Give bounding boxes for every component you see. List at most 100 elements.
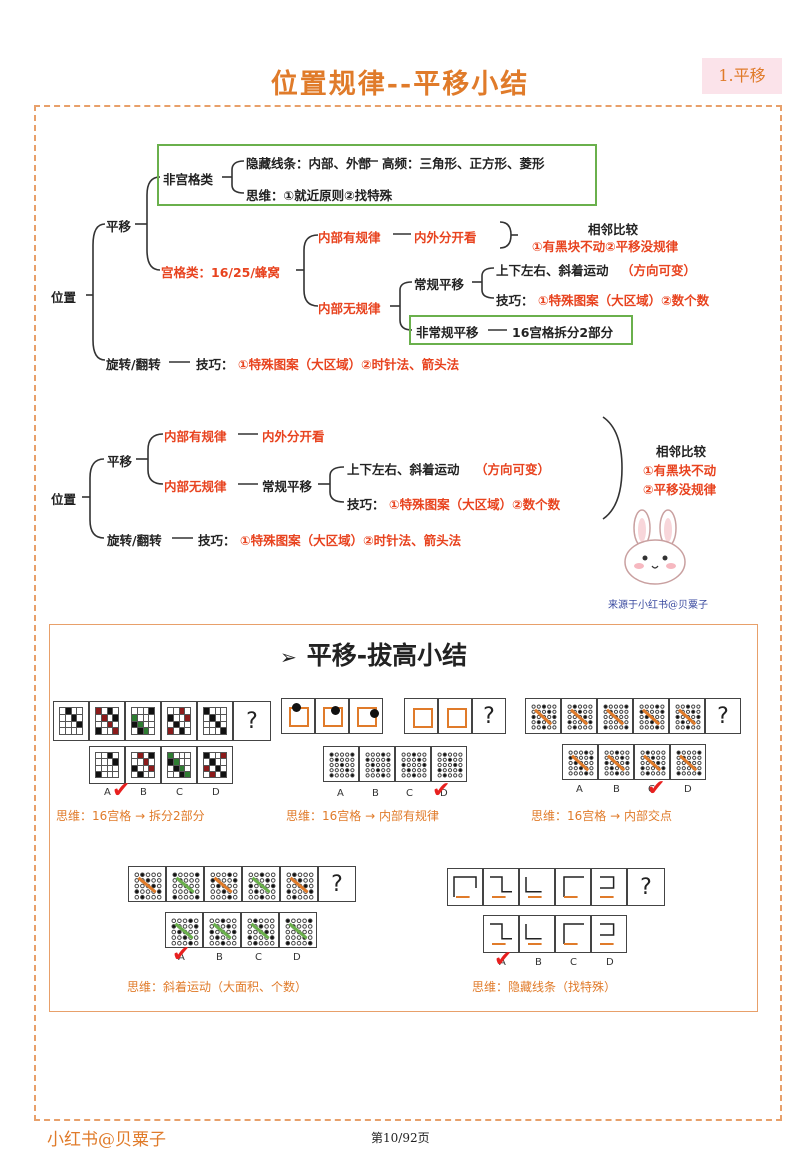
check-mark-icon: ✔ bbox=[494, 947, 513, 972]
option-label-d: D bbox=[212, 787, 220, 798]
puzzle1-question-cell bbox=[125, 701, 161, 741]
tree1-neibu-you: 内部有规律 bbox=[318, 230, 381, 245]
check-mark-icon: ✔ bbox=[172, 942, 191, 967]
option-label-a: A bbox=[104, 787, 111, 798]
line-figure bbox=[453, 876, 477, 898]
tree2-xuanzhuan: 旋转/翻转 bbox=[107, 533, 162, 548]
question-mark-cell: ? bbox=[705, 698, 741, 734]
tree2-neibu-wu: 内部无规律 bbox=[164, 479, 227, 494]
tree1-fangxiang: （方向可变） bbox=[621, 263, 697, 278]
option-label-a: A bbox=[178, 952, 185, 963]
option-label-d: D bbox=[293, 952, 301, 963]
dot-grid bbox=[531, 704, 557, 730]
tree1-root: 位置 bbox=[51, 290, 77, 305]
puzzle1-question-cell bbox=[197, 701, 233, 741]
tree1-feichanggui-val: 16宫格拆分2部分 bbox=[512, 325, 614, 340]
puzzle1-question-cell bbox=[89, 701, 125, 741]
puzzle4-option-cell bbox=[241, 912, 279, 948]
black-dot bbox=[370, 709, 379, 718]
tree2-pingyi: 平移 bbox=[107, 454, 133, 469]
dot-grid bbox=[285, 918, 313, 946]
puzzle5-question-cell bbox=[555, 868, 591, 906]
dot-grid bbox=[247, 918, 275, 946]
sixteen-grid bbox=[167, 707, 191, 735]
puzzle5-question-cell bbox=[519, 868, 555, 906]
option-label-d: D bbox=[684, 784, 692, 795]
line-figure bbox=[525, 877, 542, 898]
option-label-c: C bbox=[570, 957, 577, 968]
puzzle1-option-cell bbox=[89, 746, 125, 784]
dot-grid bbox=[172, 872, 200, 900]
dashed-frame bbox=[34, 105, 782, 1121]
tree1-yincang: 隐藏线条：内部、外部 bbox=[246, 156, 372, 171]
dot-grid bbox=[568, 750, 594, 776]
option-label-c: C bbox=[255, 952, 262, 963]
tree1-jiqiao-label: 技巧： bbox=[496, 293, 534, 308]
puzzle2-question-cell bbox=[315, 698, 349, 734]
dot-grid bbox=[639, 704, 665, 730]
tree1-xz-jiqiao-val: ①特殊图案（大区域）②时针法、箭头法 bbox=[238, 357, 460, 372]
puzzle4-question-cell bbox=[280, 866, 318, 902]
option-label-b: B bbox=[216, 952, 223, 963]
line-figure bbox=[490, 876, 512, 898]
sixteen-grid bbox=[203, 752, 227, 778]
green-box-feigongge bbox=[157, 144, 597, 206]
puzzle5-think: 思维：隐藏线条（找特殊） bbox=[472, 980, 617, 994]
puzzle2-option-cell bbox=[323, 746, 359, 782]
puzzle3-option-cell bbox=[562, 744, 598, 780]
puzzle4-question-cell bbox=[128, 866, 166, 902]
dot-grid bbox=[676, 750, 702, 776]
sixteen-grid bbox=[95, 752, 119, 778]
puzzle3-think: 思维：16宫格 → 内部交点 bbox=[531, 809, 672, 823]
section-tag: 1.平移 bbox=[702, 58, 782, 94]
sixteen-grid bbox=[95, 707, 119, 735]
tree2-root: 位置 bbox=[51, 492, 77, 507]
puzzle1-question-cell bbox=[53, 701, 89, 741]
puzzle5-question-cell bbox=[447, 868, 483, 906]
tree1-siwei: 思维：①就近原则②找特殊 bbox=[246, 188, 393, 203]
tree2-jiqiao-label: 技巧： bbox=[347, 497, 385, 512]
tree2-changgui: 常规平移 bbox=[262, 479, 313, 494]
puzzle1-think: 思维：16宫格 → 拆分2部分 bbox=[56, 809, 205, 823]
dot-grid bbox=[675, 704, 701, 730]
option-label-c: C bbox=[176, 787, 183, 798]
option-label-b: B bbox=[372, 788, 379, 799]
orange-square bbox=[413, 708, 433, 728]
tree1-pingyi: 平移 bbox=[106, 219, 132, 234]
tree2-fangxiang: （方向可变） bbox=[475, 462, 551, 477]
dot-grid bbox=[209, 918, 237, 946]
check-mark-icon: ✔ bbox=[432, 778, 451, 803]
tree1-jiqiao-val: ①特殊图案（大区域）②数个数 bbox=[538, 293, 710, 308]
dot-grid bbox=[329, 752, 355, 778]
tree1-xiangling-1: ①有黑块不动②平移没规律 bbox=[532, 239, 679, 254]
puzzle5-option-cell bbox=[483, 915, 519, 953]
option-label-b: B bbox=[140, 787, 147, 798]
puzzle2-question-cell bbox=[404, 698, 438, 734]
panel-title-text: 平移-拔高小结 bbox=[306, 641, 468, 670]
tree2-neibu-you: 内部有规律 bbox=[164, 429, 227, 444]
option-label-a: A bbox=[576, 784, 583, 795]
check-mark-icon: ✔ bbox=[112, 778, 131, 803]
orange-square bbox=[447, 708, 467, 728]
puzzle2-option-cell bbox=[359, 746, 395, 782]
page-title: 位置规律--平移小结 bbox=[270, 69, 530, 100]
puzzle3-question-cell bbox=[561, 698, 597, 734]
option-label-d: D bbox=[440, 788, 448, 799]
dot-grid bbox=[286, 872, 314, 900]
dot-grid bbox=[604, 750, 630, 776]
sixteen-grid bbox=[131, 752, 155, 778]
dot-grid bbox=[567, 704, 593, 730]
question-mark-cell: ? bbox=[472, 698, 506, 734]
bunny-illustration bbox=[624, 509, 686, 585]
summary-panel bbox=[49, 624, 758, 1012]
sixteen-grid bbox=[131, 707, 155, 735]
option-label-a: A bbox=[337, 788, 344, 799]
tree2-xz-jiqiao-label: 技巧： bbox=[198, 533, 236, 548]
puzzle1-option-cell bbox=[125, 746, 161, 784]
tree1-changgui: 常规平移 bbox=[414, 277, 465, 292]
option-label-a: A bbox=[499, 957, 506, 968]
puzzle4-question-cell bbox=[166, 866, 204, 902]
dot-grid bbox=[640, 750, 666, 776]
puzzle1-option-cell bbox=[161, 746, 197, 784]
option-label-d: D bbox=[606, 957, 614, 968]
